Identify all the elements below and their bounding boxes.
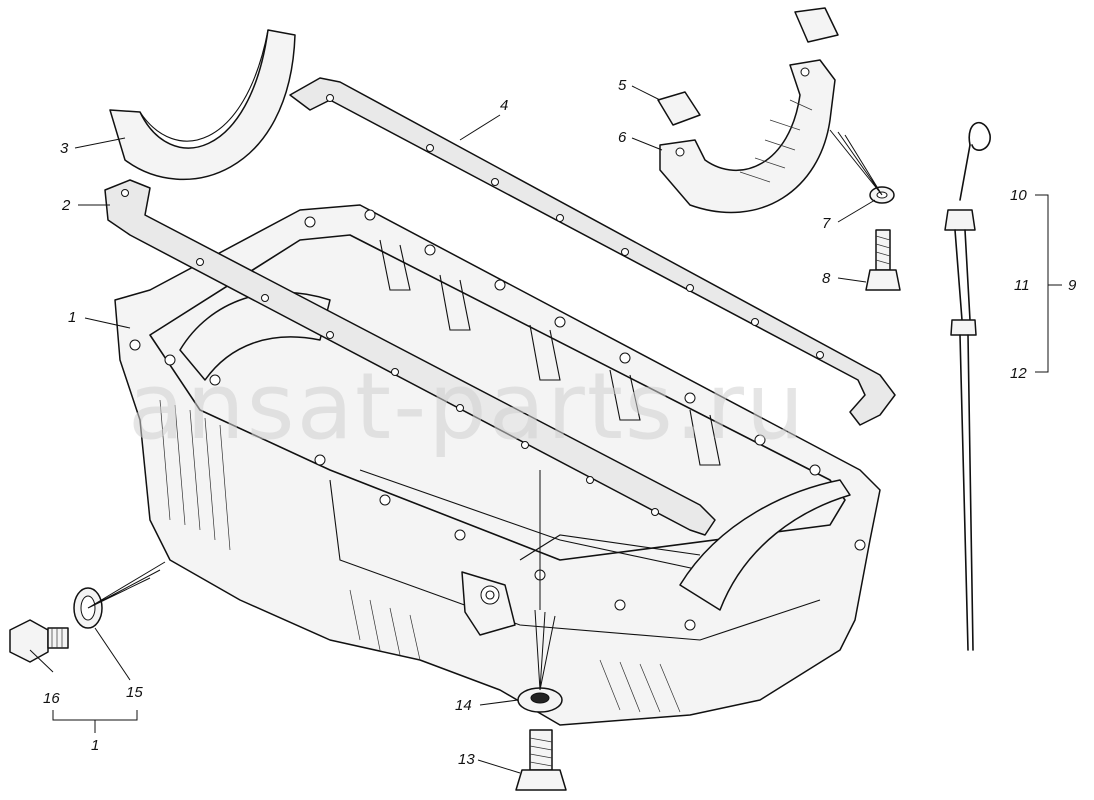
callout-labels: 1 2 3 4 5 6 7 8 9 10 11 12 13 14 15 16 1: [43, 77, 1077, 768]
callout-8: 8: [822, 270, 831, 287]
callout-2: 2: [61, 197, 71, 214]
drain-plug-16: [9, 619, 69, 663]
bolt-8: [865, 229, 901, 291]
leader-lines: [29, 85, 1062, 774]
callout-11: 11: [1014, 277, 1030, 294]
callout-5: 5: [618, 77, 627, 94]
washer-14: [517, 687, 563, 713]
callout-1: 1: [68, 309, 76, 326]
gasket-right: [289, 77, 896, 426]
oil-pan: [114, 204, 881, 726]
callout-14: 14: [455, 697, 472, 714]
callout-1-assembly: 1: [91, 737, 99, 754]
rear-seal: [109, 29, 296, 181]
callout-16: 16: [43, 690, 60, 707]
callout-6: 6: [618, 129, 627, 146]
callout-9: 9: [1068, 277, 1077, 294]
callout-10: 10: [1010, 187, 1027, 204]
callout-13: 13: [458, 751, 475, 768]
callout-7: 7: [822, 215, 831, 232]
callout-4: 4: [500, 97, 508, 114]
watermark: ansat-parts.ru: [128, 353, 806, 460]
seal-pad-small: [657, 7, 839, 126]
callout-15: 15: [126, 684, 143, 701]
callout-12: 12: [1010, 365, 1027, 382]
dipstick: [944, 121, 991, 651]
front-seal-carrier: [659, 59, 836, 214]
washer-7: [869, 186, 895, 204]
flange-holes: [129, 209, 866, 631]
gasket-left: [104, 179, 716, 536]
callout-3: 3: [60, 140, 69, 157]
bolt-13: [515, 729, 567, 791]
